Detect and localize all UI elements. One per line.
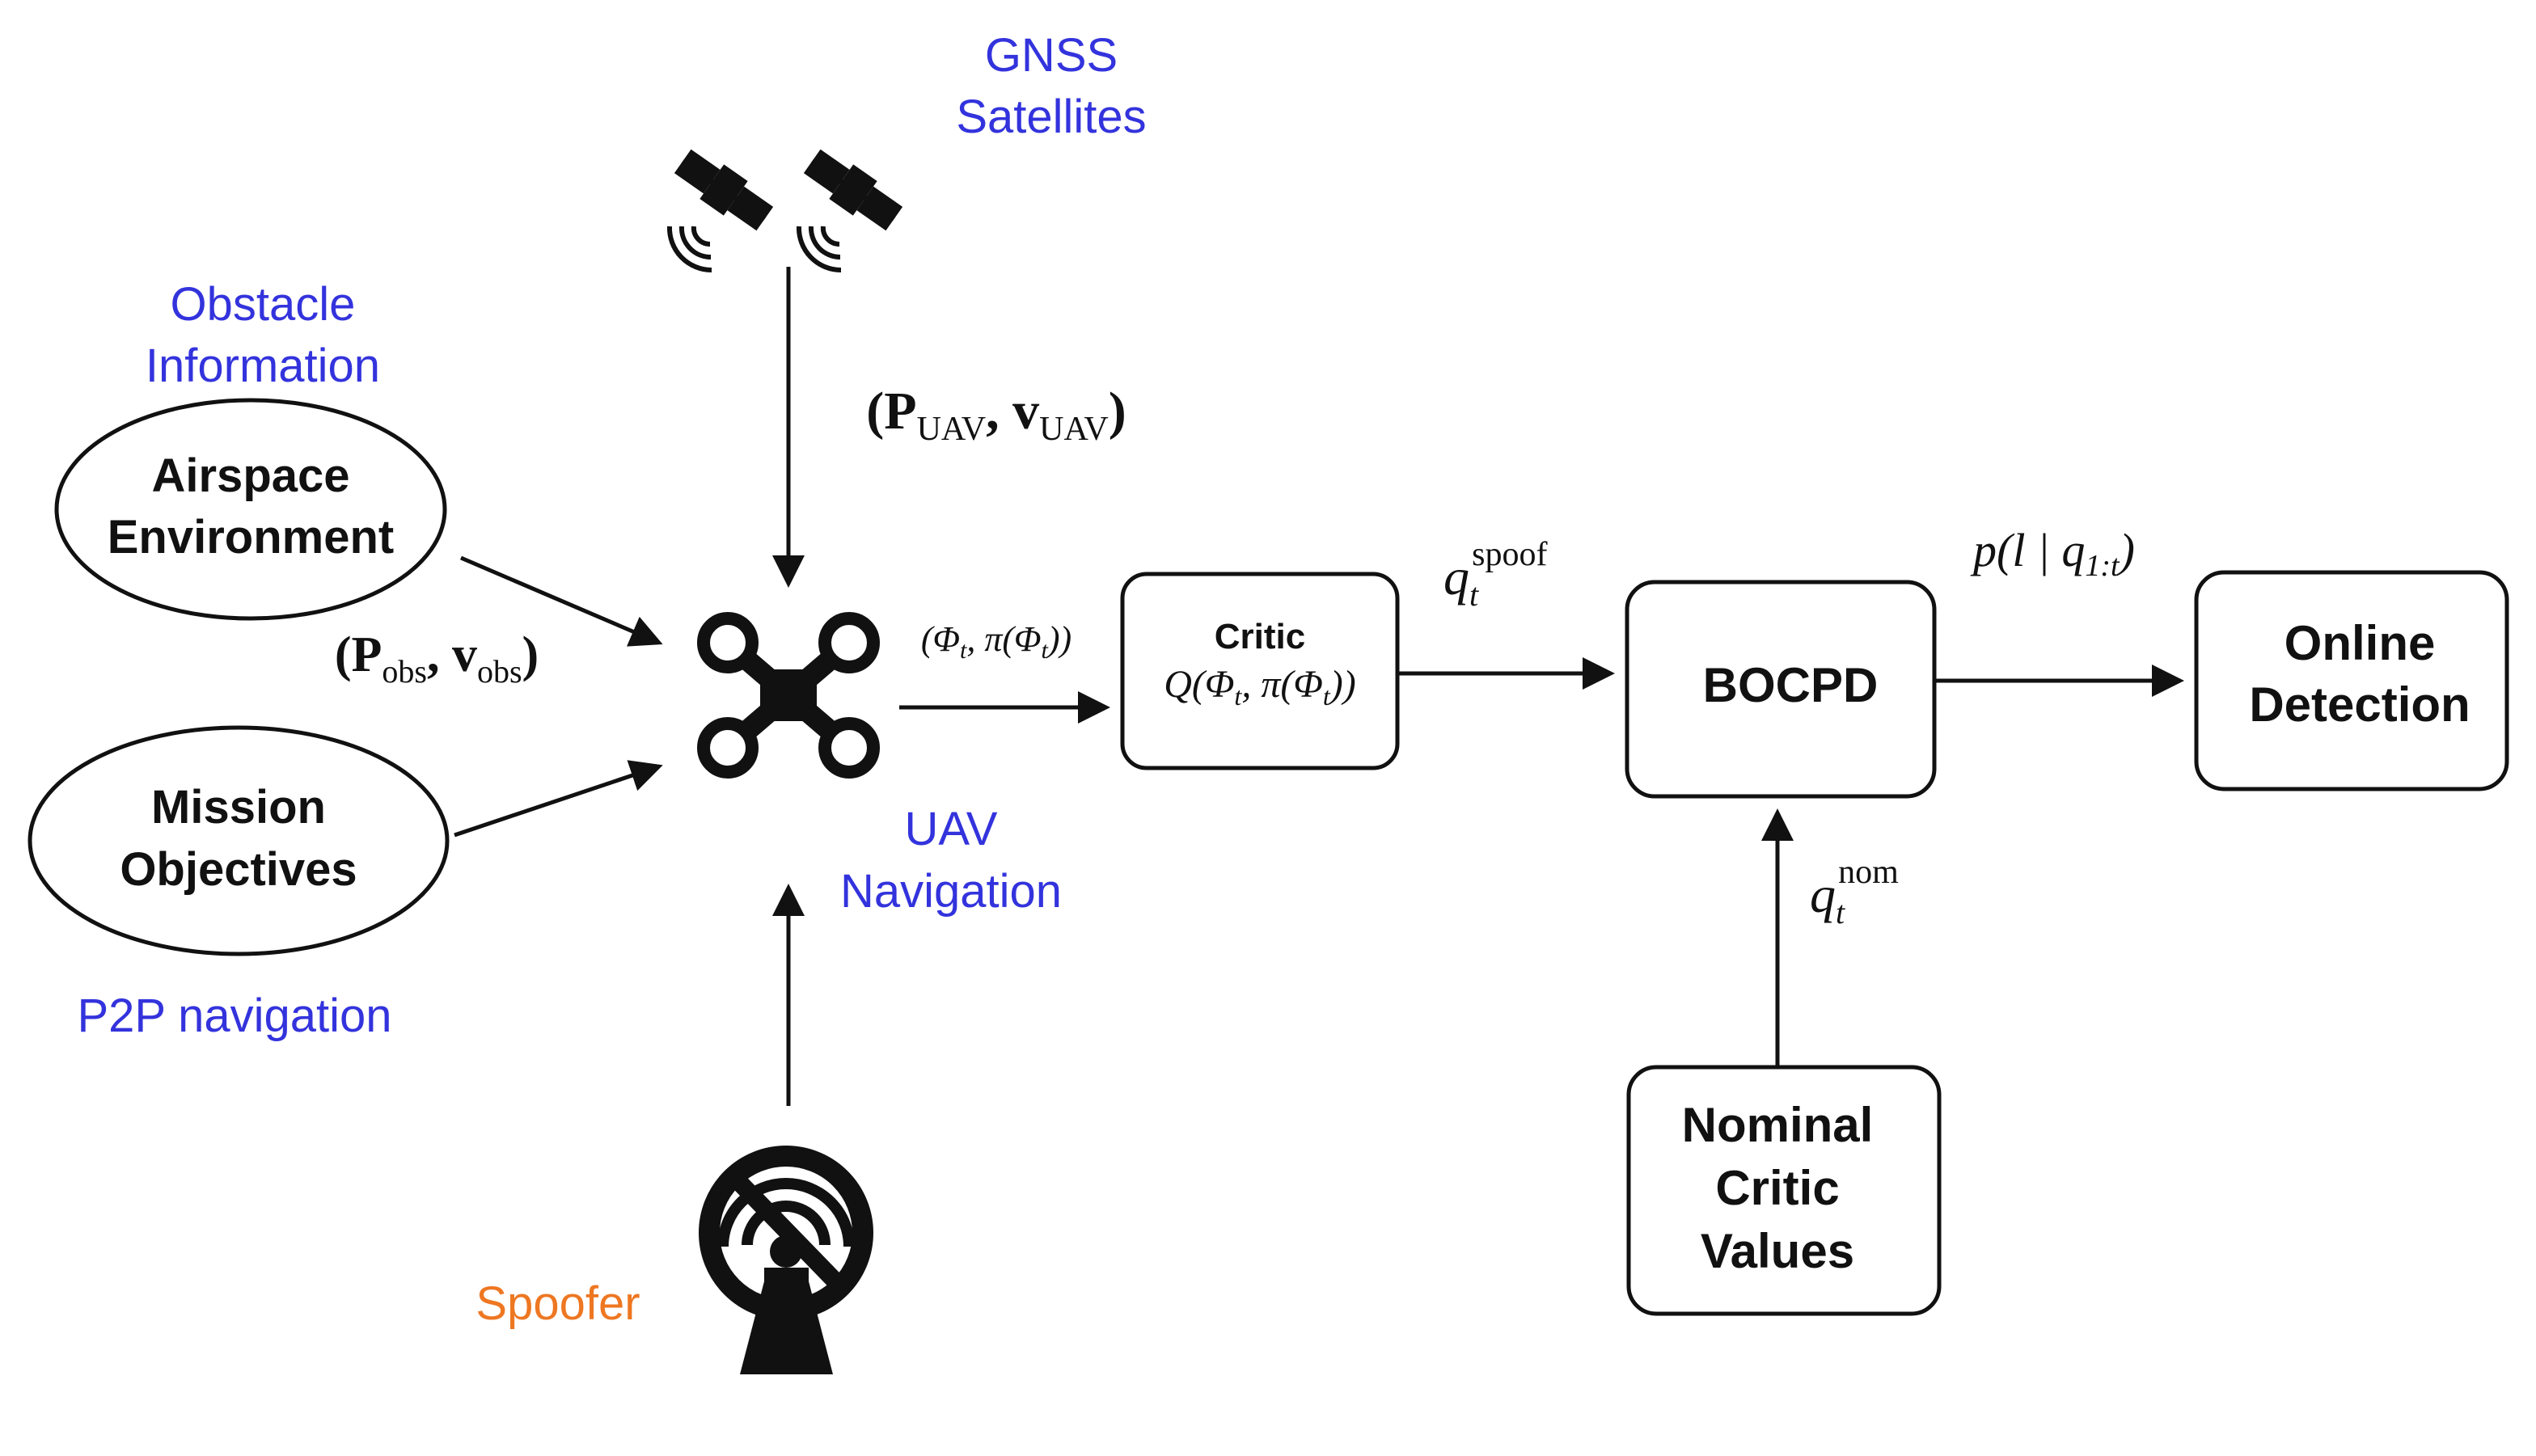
- edge-label-p-obs: (Pobs, vobs): [335, 627, 539, 690]
- airspace-label: Airspace: [151, 449, 349, 502]
- uav-label: UAV: [905, 803, 998, 855]
- critic-formula: Q(Φt, π(Φt)): [1164, 663, 1356, 711]
- p2p-label: P2P navigation: [77, 990, 391, 1042]
- bocpd-label: BOCPD: [1703, 658, 1879, 712]
- obstacle-label: Obstacle: [171, 278, 356, 331]
- environment-label: Environment: [108, 511, 395, 563]
- critic-node: [1120, 572, 1400, 770]
- objectives-label: Objectives: [120, 843, 357, 896]
- edge-label-q-spoof: qtspoof: [1443, 536, 1547, 613]
- edge-mission-to-uav: [454, 760, 663, 838]
- airspace-environment-node: [54, 398, 447, 621]
- nominal-label: Nominal: [1682, 1098, 1874, 1152]
- edge-label-p-uav: (PUAV, vUAV): [866, 382, 1126, 448]
- online-detection-node: [2194, 570, 2509, 791]
- drone-icon: [697, 612, 880, 779]
- online-label: Online: [2285, 616, 2436, 670]
- spoofer-label: Spoofer: [476, 1277, 640, 1330]
- information-label: Information: [146, 340, 380, 392]
- spoofer-antenna-icon: [699, 1146, 873, 1374]
- edge-airspace-to-uav: [460, 555, 663, 647]
- edge-label-phi: (Φt, π(Φt)): [921, 619, 1071, 664]
- satellites-label: Satellites: [956, 91, 1146, 143]
- critic-values-label: Critic: [1715, 1161, 1839, 1215]
- nominal-critic-values-node: [1626, 1065, 1942, 1316]
- gnss-label: GNSS: [985, 29, 1118, 82]
- values-label: Values: [1701, 1224, 1854, 1278]
- bocpd-node: [1625, 580, 1937, 799]
- critic-title: Critic: [1215, 617, 1305, 656]
- edge-label-q-nom: qtnom: [1810, 854, 1899, 931]
- edge-label-posterior: p(l | q1:t): [1970, 524, 2135, 583]
- satellite-icon: [666, 149, 903, 272]
- mission-label: Mission: [151, 781, 326, 834]
- mission-objectives-node: [27, 725, 450, 956]
- detection-label: Detection: [2249, 677, 2470, 732]
- navigation-label: Navigation: [840, 865, 1062, 918]
